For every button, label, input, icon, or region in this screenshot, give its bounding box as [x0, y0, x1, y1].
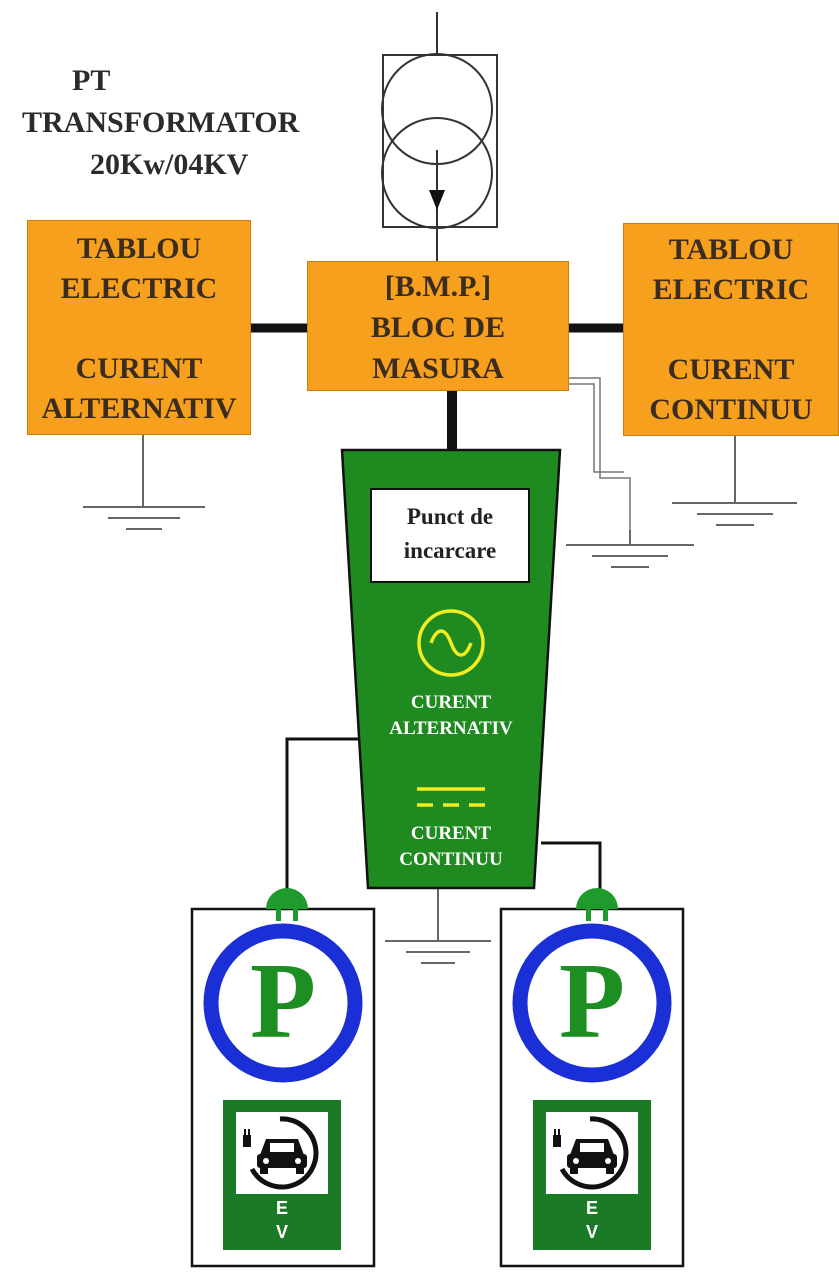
- charging-point-label: Punct de incarcare: [370, 488, 530, 583]
- panel-ac-line-1: TABLOU: [76, 232, 202, 265]
- panel-ac-line-4: ALTERNATIV: [41, 392, 237, 425]
- charger-dc-label: CURENT CONTINUU: [370, 821, 532, 873]
- ground-icon: [83, 435, 205, 530]
- transformer-line-1: PT: [72, 64, 111, 97]
- parking-sign-icon: [512, 923, 672, 1083]
- parking-letter: P: [559, 942, 625, 1061]
- panel-ac-line-2: ELECTRIC: [60, 272, 218, 305]
- transformer-title: PT TRANSFORMATOR 20Kw/04KV: [0, 60, 390, 186]
- ev-label: E V: [533, 1196, 651, 1244]
- cable-right: [541, 841, 602, 890]
- ev-label-line-1: E: [275, 1198, 288, 1218]
- cable-left: [285, 737, 358, 890]
- dc-symbol-icon: [417, 787, 485, 807]
- ev-label-line-2: V: [275, 1222, 288, 1242]
- ground-icon: [566, 530, 694, 568]
- ac-symbol-icon: [417, 609, 485, 677]
- transformer-line-3: 20Kw/04KV: [90, 148, 249, 181]
- ground-icon: [672, 435, 797, 526]
- panel-ac-line-3: CURENT: [75, 352, 203, 385]
- panel-dc-line-1: TABLOU: [668, 233, 794, 266]
- meter-line-3: MASURA: [372, 352, 504, 385]
- charging-point-line-1: Punct de: [406, 504, 494, 529]
- parking-sign-icon: [203, 923, 363, 1083]
- meter-ground-wire: [569, 377, 631, 540]
- ev-label: E V: [223, 1196, 341, 1244]
- meter-block: [B.M.P.] BLOC DE MASURA: [307, 261, 569, 391]
- charger-ac-line-1: CURENT: [410, 692, 492, 713]
- ev-sign: [223, 1100, 341, 1250]
- ev-car-icon: [553, 1116, 629, 1190]
- charger-ac-label: CURENT ALTERNATIV: [370, 690, 532, 742]
- parking-letter: P: [250, 942, 316, 1061]
- meter-line-1: [B.M.P.]: [384, 270, 492, 303]
- meter-line-2: BLOC DE: [370, 311, 506, 344]
- ground-icon: [385, 888, 491, 964]
- panel-dc-line-3: CURENT: [667, 353, 795, 386]
- ev-label-line-2: V: [585, 1222, 598, 1242]
- charging-point-line-2: incarcare: [403, 538, 497, 563]
- panel-dc-line-2: ELECTRIC: [652, 273, 810, 306]
- plug-icon: [266, 888, 308, 921]
- transformer-icon: [381, 12, 498, 262]
- panel-dc: TABLOU ELECTRIC CURENT CONTINUU: [623, 223, 839, 436]
- panel-ac: TABLOU ELECTRIC CURENT ALTERNATIV: [27, 220, 251, 435]
- ev-car-icon: [243, 1116, 319, 1190]
- ev-label-line-1: E: [585, 1198, 598, 1218]
- charger-dc-line-2: CONTINUU: [399, 849, 503, 870]
- charger-dc-line-1: CURENT: [410, 823, 492, 844]
- plug-icon: [576, 888, 618, 921]
- panel-dc-line-4: CONTINUU: [649, 393, 813, 426]
- charger-ac-line-2: ALTERNATIV: [389, 718, 513, 739]
- ev-sign: [533, 1100, 651, 1250]
- transformer-line-2: TRANSFORMATOR: [22, 106, 300, 139]
